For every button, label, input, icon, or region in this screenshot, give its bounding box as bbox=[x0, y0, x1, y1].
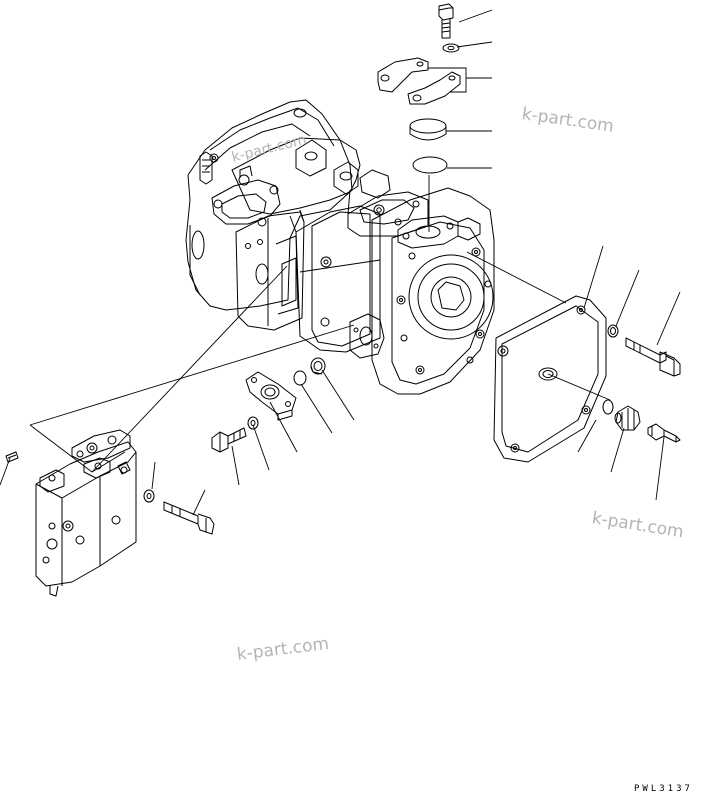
split-flange-halves bbox=[377, 57, 461, 105]
o-ring-cover bbox=[607, 324, 619, 338]
o-ring-top bbox=[412, 156, 448, 174]
leader-lines bbox=[0, 9, 681, 516]
plug-cap bbox=[409, 118, 447, 141]
o-ring-adapter bbox=[602, 399, 614, 415]
flange-left bbox=[245, 371, 297, 421]
cover-plate bbox=[493, 295, 607, 463]
valve-pin bbox=[5, 451, 19, 463]
flange-washer bbox=[247, 416, 259, 430]
valve-bolt bbox=[163, 501, 215, 535]
adapter-fitting bbox=[614, 405, 641, 431]
valve-washer bbox=[143, 489, 155, 503]
cover-bolt bbox=[625, 337, 681, 377]
flange-bolt bbox=[211, 427, 247, 453]
sensor-plug bbox=[647, 423, 681, 443]
o-ring-flange bbox=[293, 370, 307, 386]
control-valve-block bbox=[35, 429, 137, 597]
seal-washer bbox=[310, 357, 326, 375]
bolt-top bbox=[438, 3, 454, 39]
washer-top bbox=[442, 43, 460, 53]
main-pump-assembly bbox=[185, 99, 495, 395]
drawing-code: PWL3137 bbox=[634, 784, 693, 794]
